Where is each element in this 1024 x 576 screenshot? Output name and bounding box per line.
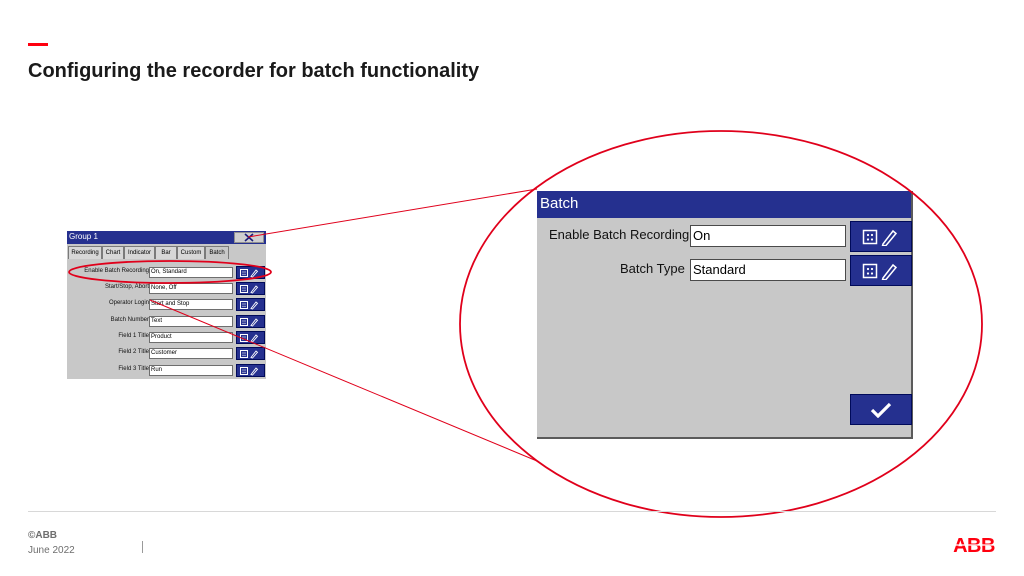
small-row-field[interactable]: None, Off bbox=[149, 283, 233, 294]
tab-recording[interactable]: Recording bbox=[68, 246, 102, 259]
keypad-edit-icon bbox=[862, 263, 898, 280]
small-row-field[interactable]: Customer bbox=[149, 348, 233, 359]
small-row-label: Field 3 Title bbox=[118, 366, 149, 372]
batch-row-label: Batch Type bbox=[620, 261, 685, 276]
batch-row-label: Enable Batch Recording bbox=[549, 227, 690, 242]
ok-confirm-button[interactable] bbox=[850, 394, 912, 425]
enable-batch-edit-button[interactable] bbox=[850, 221, 912, 252]
small-row-label: Start/Stop, Abort bbox=[104, 284, 149, 290]
small-row-start-stop: Start/Stop, Abort None, Off bbox=[67, 281, 266, 295]
tab-batch[interactable]: Batch bbox=[205, 246, 229, 259]
batch-dialog-zoom: Batch Enable Batch Recording On Batch Ty… bbox=[537, 191, 913, 439]
small-row-label: Enable Batch Recording bbox=[84, 268, 149, 274]
keypad-edit-icon bbox=[240, 301, 259, 310]
tab-indicator[interactable]: Indicator bbox=[124, 246, 155, 259]
small-row-field1-title: Field 1 Title Product bbox=[67, 330, 266, 344]
small-row-field2-title: Field 2 Title Customer bbox=[67, 346, 266, 360]
small-row-field[interactable]: Run bbox=[149, 365, 233, 376]
keypad-edit-icon bbox=[240, 318, 259, 327]
enable-batch-recording-field[interactable]: On bbox=[690, 225, 846, 247]
small-row-enable-batch: Enable Batch Recording On, Standard bbox=[67, 265, 266, 279]
callout-line-top bbox=[247, 188, 538, 238]
small-row-field3-title: Field 3 Title Run bbox=[67, 363, 266, 377]
small-row-label: Field 2 Title bbox=[118, 349, 149, 355]
small-row-field[interactable]: Start and Stop bbox=[149, 299, 233, 310]
batch-dialog-title-bar: Batch bbox=[537, 191, 911, 218]
keypad-edit-icon bbox=[240, 334, 259, 343]
small-row-edit-button[interactable] bbox=[236, 266, 265, 279]
tab-chart[interactable]: Chart bbox=[102, 246, 124, 259]
footer-divider bbox=[28, 511, 996, 512]
small-row-edit-button[interactable] bbox=[236, 347, 265, 360]
footer-separator bbox=[142, 541, 143, 553]
batch-type-edit-button[interactable] bbox=[850, 255, 912, 286]
small-row-field[interactable]: On, Standard bbox=[149, 267, 233, 278]
keypad-edit-icon bbox=[240, 269, 259, 278]
keypad-edit-icon bbox=[240, 350, 259, 359]
tab-custom[interactable]: Custom bbox=[177, 246, 205, 259]
batch-type-field[interactable]: Standard bbox=[690, 259, 846, 281]
small-row-label: Field 1 Title bbox=[118, 333, 149, 339]
small-row-field[interactable]: Text bbox=[149, 316, 233, 327]
small-dialog-title-bar: Group 1 bbox=[67, 231, 266, 244]
small-row-batch-number: Batch Number Text bbox=[67, 314, 266, 328]
slide-title: Configuring the recorder for batch funct… bbox=[28, 60, 480, 82]
close-icon bbox=[244, 233, 254, 242]
footer-date: June 2022 bbox=[28, 545, 75, 556]
batch-row-enable: Enable Batch Recording On bbox=[537, 219, 912, 253]
batch-row-type: Batch Type Standard bbox=[537, 253, 912, 287]
checkmark-icon bbox=[870, 402, 892, 418]
small-group-dialog: Group 1 Recording Chart Indicator Bar Cu… bbox=[67, 231, 266, 379]
abb-logo: ABB bbox=[950, 535, 998, 556]
small-row-edit-button[interactable] bbox=[236, 315, 265, 328]
small-row-edit-button[interactable] bbox=[236, 282, 265, 295]
keypad-edit-icon bbox=[862, 229, 898, 246]
small-close-button[interactable] bbox=[234, 232, 264, 243]
small-dialog-title: Group 1 bbox=[69, 232, 98, 241]
footer-copyright: ©ABB bbox=[28, 530, 58, 541]
small-row-edit-button[interactable] bbox=[236, 331, 265, 344]
small-row-operator-login: Operator Login Start and Stop bbox=[67, 297, 266, 311]
keypad-edit-icon bbox=[240, 285, 259, 294]
small-tab-bar: Recording Chart Indicator Bar Custom Bat… bbox=[67, 246, 266, 260]
small-row-label: Operator Login bbox=[108, 300, 149, 306]
small-row-edit-button[interactable] bbox=[236, 364, 265, 377]
keypad-edit-icon bbox=[240, 367, 259, 376]
small-row-field[interactable]: Product bbox=[149, 332, 233, 343]
small-row-edit-button[interactable] bbox=[236, 298, 265, 311]
small-row-label: Batch Number bbox=[110, 317, 149, 323]
tab-bar[interactable]: Bar bbox=[155, 246, 177, 259]
title-accent-bar bbox=[28, 43, 48, 46]
batch-dialog-title: Batch bbox=[540, 195, 579, 212]
